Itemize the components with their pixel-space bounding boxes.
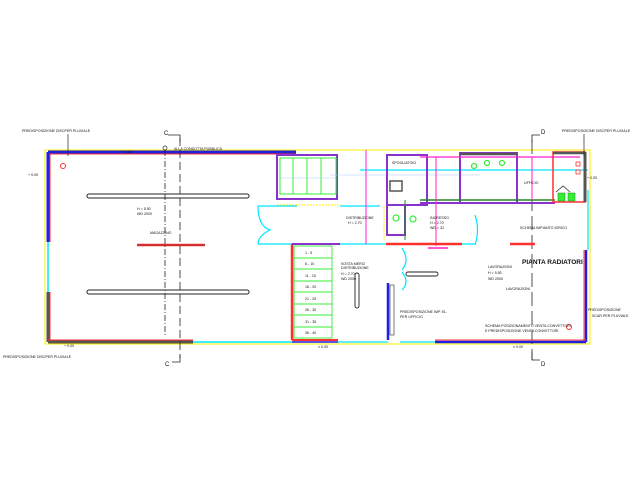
room-ingresso-h: H = 2.70 (430, 221, 444, 225)
stair-step-labels: 1 - 5 6 - 10 11 - 15 16 - 20 21 - 25 26 … (305, 251, 316, 335)
axis-label-c-top: C (164, 131, 169, 137)
room-lavorazioni-wd: WD 2000 (488, 277, 503, 281)
axis-label-d-bottom: D (541, 362, 546, 368)
note-pluviale-br-1: PREDISPOSIZIONE (588, 308, 622, 312)
radiator-pipes (86, 193, 250, 295)
room-magazzino-h: H = 5.50 (137, 207, 151, 211)
room-distribuzione: DISTRIBUZIONE (346, 216, 374, 220)
note-pluviale-tl: PREDISPOSIZIONE DISCPER PLUVIALE (22, 129, 91, 133)
glass-partitions (257, 169, 589, 343)
note-pluviale-bl: PREDISPOSIZIONE DISCPER PLUVIALE (3, 355, 72, 359)
axis-d (531, 134, 540, 361)
level-mark: + 0.00 (64, 344, 74, 348)
downpipe-marker (566, 324, 572, 330)
room-magazzino-wd: WD 2000 (137, 212, 152, 216)
note-schema-idrico: SCHEMA IMPIANTO IDRICO (520, 226, 567, 230)
note-imp-el-1: PREDISPOSIZIONE IMP. EL. (400, 310, 447, 314)
step-label: 16 - 20 (305, 285, 316, 289)
axis-label-d-top: D (541, 130, 546, 136)
room-ufficio: UFFICIO (524, 181, 539, 185)
level-mark: + 0.00 (28, 173, 38, 177)
room-ingresso: INGRESSO (430, 216, 449, 220)
room-sosta-2: DISTRIBUZIONE (341, 266, 369, 270)
room-sosta-h: H = 2.70 (341, 272, 355, 276)
step-label: 26 - 30 (305, 308, 316, 312)
note-schema-pos-1: SCHEMA POSIZIONAMENTO VENTILCONVETTORI (485, 324, 571, 328)
downpipe-marker (60, 163, 66, 169)
room-lavorazioni: LAVORAZIONI (488, 265, 512, 269)
room-lavorazioni-2: LAVORAZIONI (506, 287, 530, 291)
room-spogliatoio: SPOGLIATOIO (392, 161, 416, 165)
note-schema-pos-2: E PREDISPOSIZIONE VENTILCONVETTORI (485, 329, 558, 333)
note-pluviale-tr: PREDISPOSIZIONE DISCPER PLUVIALE (562, 129, 631, 133)
step-label: 36 - 40 (305, 331, 316, 335)
outline-yellow (44, 149, 591, 345)
note-imp-el-2: PER UFFICIO (400, 315, 423, 319)
axis-c (162, 134, 181, 363)
room-distribuzione-h: H = 2.70 (348, 221, 362, 225)
note-condotta: ALLA CONDOTTA PUBBLICA (174, 147, 223, 151)
step-label: 31 - 35 (305, 320, 316, 324)
level-mark: ± 0.00 (318, 345, 328, 349)
left-block-walls (46, 150, 296, 344)
level-mark: + 0.00 (587, 176, 597, 180)
bathroom-block (386, 151, 587, 249)
note-pluviale-br-2: SCAR.PER PLUVIALE (592, 314, 629, 318)
room-sosta-wd: WD 2000 (341, 277, 356, 281)
right-block-walls (354, 150, 588, 344)
room-ingresso-wd: WD = 32 (430, 226, 444, 230)
room-sosta: SOSTA MERCI (341, 262, 365, 266)
room-magazzino: MAGAZZINO (150, 231, 172, 235)
room-lavorazioni-h: H = 5.50 (488, 271, 502, 275)
level-mark: + 0.00 (122, 150, 132, 154)
step-label: 1 - 5 (305, 251, 312, 255)
drawing-title: PIANTA RADIATORI (522, 259, 583, 266)
step-label: 11 - 15 (305, 274, 316, 278)
lower-stair (290, 243, 340, 343)
axis-label-c-bottom: C (165, 362, 170, 368)
step-label: 21 - 25 (305, 297, 316, 301)
upper-stair (276, 154, 340, 206)
step-label: 6 - 10 (305, 262, 314, 266)
level-mark: ± 0.00 (513, 345, 523, 349)
